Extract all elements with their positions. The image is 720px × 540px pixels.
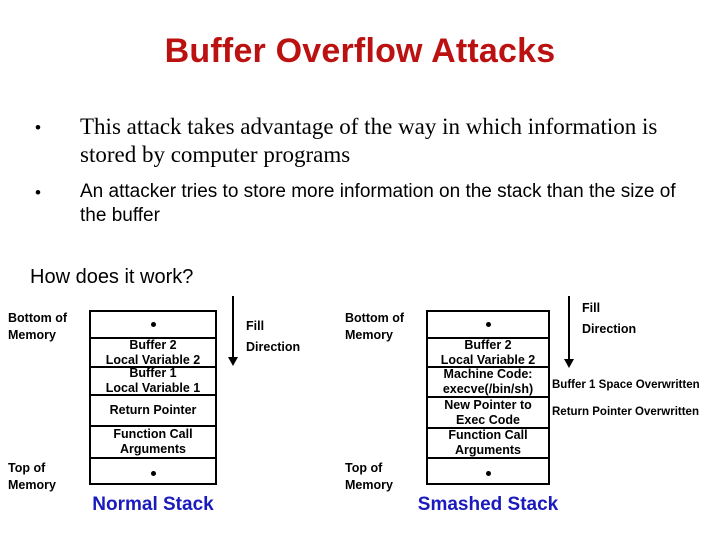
row-line-2: Arguments <box>455 443 521 457</box>
table-row: Buffer 1 Local Variable 1 <box>91 368 215 396</box>
row-line-2: Arguments <box>120 442 186 456</box>
ellipsis-dot-icon <box>485 322 491 327</box>
table-row: Function Call Arguments <box>91 427 215 459</box>
row-line-1: New Pointer to <box>444 398 532 412</box>
row-line-1: Machine Code: <box>443 368 533 381</box>
row-line-2: Local Variable 2 <box>440 352 536 367</box>
row-line-1: Buffer 2 <box>464 339 512 352</box>
ellipsis-dot-icon <box>150 322 156 327</box>
row-line-1: Buffer 2 <box>129 339 177 352</box>
bullet-marker-icon: • <box>35 183 41 202</box>
page-title: Buffer Overflow Attacks <box>164 32 556 70</box>
bottom-of-memory-label-right: Bottom of Memory <box>345 311 405 342</box>
return-pointer-overwritten-note: Return Pointer Overwritten <box>552 406 699 418</box>
row-line-1: Function Call <box>448 429 528 442</box>
fill-direction-label-right: Fill Direction <box>582 301 637 336</box>
fill-direction-arrow-icon-right <box>564 296 574 368</box>
fill-direction-arrow-icon-left <box>228 296 238 366</box>
table-row: Machine Code: execve(/bin/sh) <box>428 368 548 398</box>
table-row: Function Call Arguments <box>428 429 548 459</box>
normal-stack-caption: Normal Stack <box>92 494 214 515</box>
row-line-2: Local Variable 1 <box>105 381 201 395</box>
question-text: How does it work? <box>30 266 194 288</box>
smashed-stack-diagram: Buffer 2 Local Variable 2 Machine Code: … <box>426 310 550 485</box>
table-row <box>428 459 548 487</box>
normal-stack-diagram: Buffer 2 Local Variable 2 Buffer 1 Local… <box>89 310 217 485</box>
buffer-overwritten-note: Buffer 1 Space Overwritten <box>552 379 700 391</box>
top-of-memory-label-left: Top of Memory <box>8 461 56 492</box>
ellipsis-dot-icon <box>150 470 156 476</box>
fill-direction-label-left: Fill Direction <box>246 319 301 354</box>
smashed-stack-caption: Smashed Stack <box>417 494 559 515</box>
table-row <box>428 312 548 339</box>
table-row <box>91 459 215 487</box>
row-line-2: execve(/bin/sh) <box>442 382 534 396</box>
row-line-2: Exec Code <box>456 412 520 427</box>
bullet-text-1: This attack takes advantage of the way i… <box>80 114 658 167</box>
row-line-1: Function Call <box>113 427 193 441</box>
row-line-1: Buffer 1 <box>129 368 177 380</box>
bullet-text-2: An attacker tries to store more informat… <box>80 181 676 226</box>
top-of-memory-label-right: Top of Memory <box>345 461 393 492</box>
table-row: Buffer 2 Local Variable 2 <box>91 339 215 368</box>
table-row: Buffer 2 Local Variable 2 <box>428 339 548 368</box>
table-row: Return Pointer <box>91 396 215 427</box>
row-line-2: Local Variable 2 <box>105 352 201 367</box>
table-row <box>91 312 215 339</box>
bullet-marker-icon: • <box>35 118 41 137</box>
bottom-of-memory-label-left: Bottom of Memory <box>8 311 68 342</box>
row-line-1: Return Pointer <box>109 403 197 417</box>
ellipsis-dot-icon <box>485 470 491 476</box>
table-row: New Pointer to Exec Code <box>428 398 548 429</box>
